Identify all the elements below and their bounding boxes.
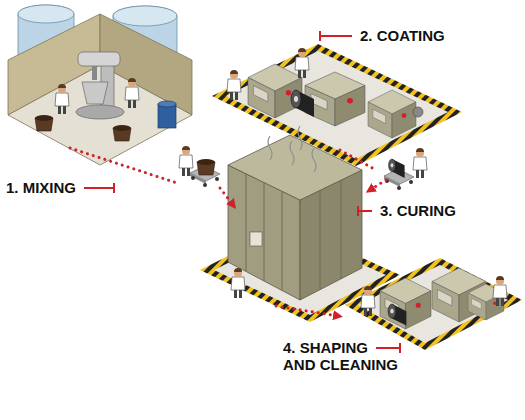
leader-line <box>320 35 352 37</box>
leader-line <box>113 183 115 193</box>
flow-arrows <box>70 148 386 316</box>
step-label: 4. SHAPING AND CLEANING <box>283 340 401 373</box>
shaping-station <box>345 258 522 350</box>
leader-line <box>84 187 114 189</box>
curing-oven <box>200 126 400 322</box>
step-label: 1. MIXING <box>6 180 76 197</box>
leader-line <box>357 206 359 216</box>
leader-line <box>358 210 372 212</box>
leader-line <box>399 343 401 353</box>
step-label: 2. COATING <box>360 28 445 45</box>
mixing-room <box>8 5 220 187</box>
leader-line <box>376 347 400 349</box>
step-label: 3. CURING <box>380 203 456 220</box>
leader-line <box>319 31 321 41</box>
